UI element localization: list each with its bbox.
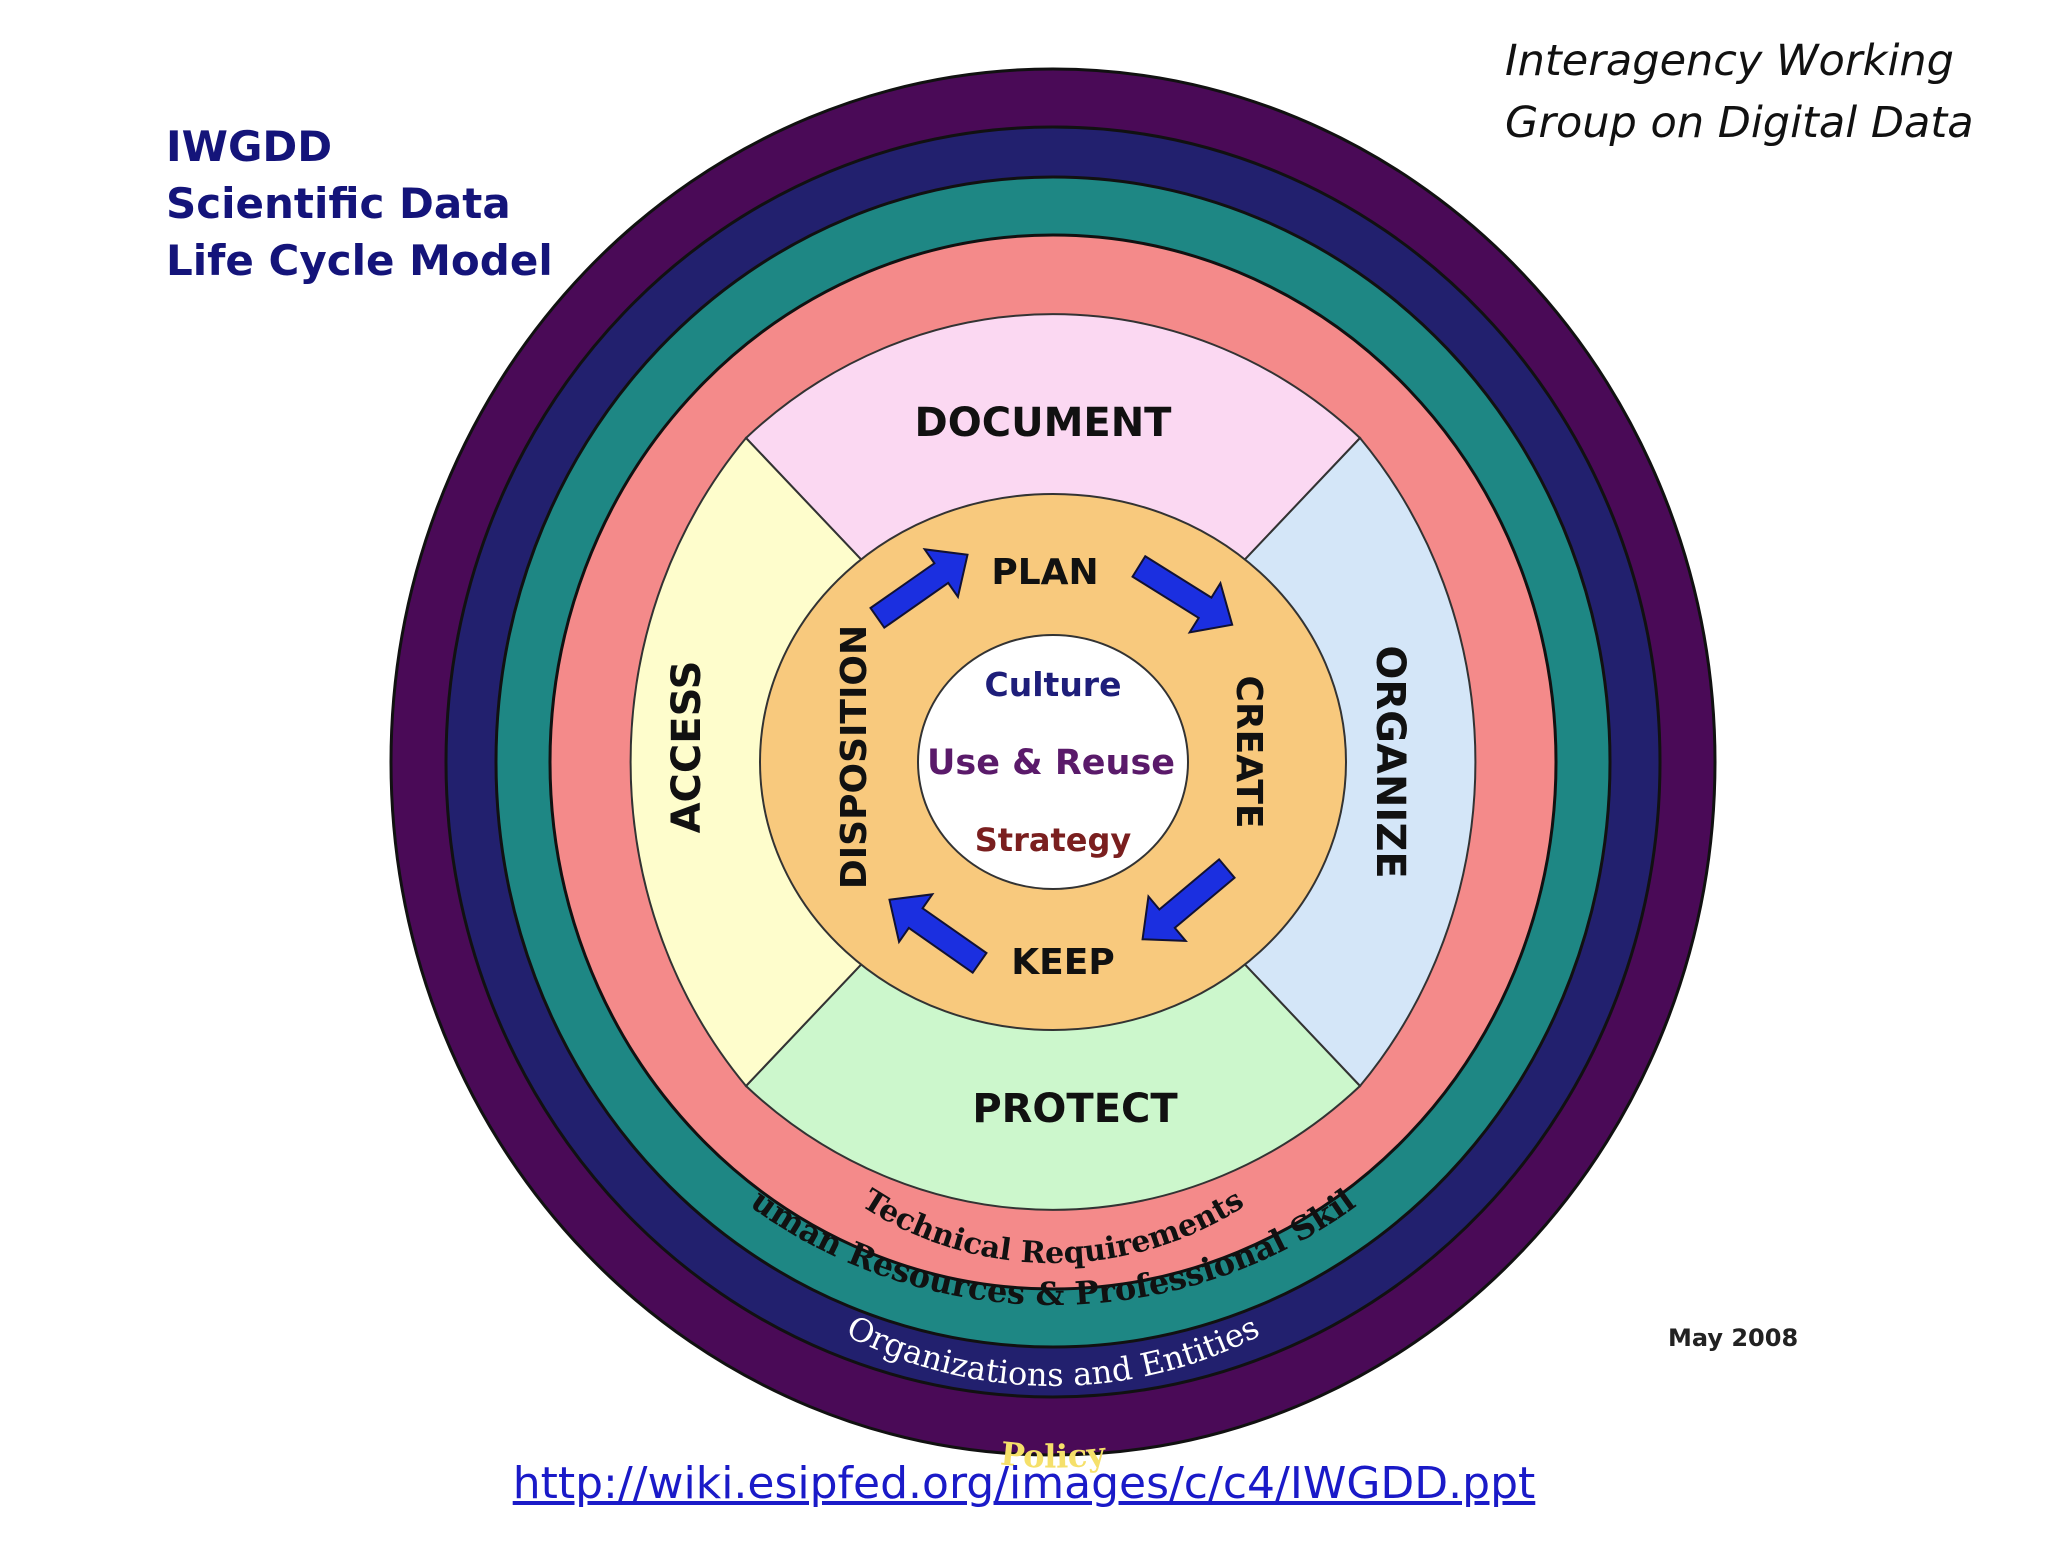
title-line-3: Life Cycle Model — [166, 236, 553, 285]
title-line-1: IWGDD — [166, 122, 333, 171]
arrow-icon-to-create — [1131, 554, 1234, 634]
group-name: Interagency Working Group on Digital Dat… — [1505, 30, 1974, 154]
keep-label: KEEP — [1011, 942, 1114, 983]
title-line-2: Scientific Data — [166, 179, 511, 228]
source-link[interactable]: http://wiki.esipfed.org/images/c/c4/IWGD… — [512, 1458, 1536, 1509]
strategy-label: Strategy — [975, 821, 1132, 859]
organize-label: ORGANIZE — [1367, 645, 1413, 878]
model-title: IWGDD Scientific Data Life Cycle Model — [166, 118, 553, 289]
policy-label: Policy — [999, 1434, 1109, 1475]
cycle-arrows — [869, 548, 1236, 975]
arrow-icon-to-keep — [1141, 857, 1236, 943]
disposition-label: DISPOSITION — [834, 625, 875, 889]
date-label: May 2008 — [1668, 1324, 1799, 1352]
document-label: DOCUMENT — [915, 400, 1173, 446]
plan-label: PLAN — [991, 552, 1098, 593]
access-label: ACCESS — [664, 661, 710, 834]
arrow-icon-to-disposition — [888, 893, 988, 975]
protect-label: PROTECT — [972, 1086, 1178, 1132]
group-line-2: Group on Digital Data — [1505, 98, 1974, 148]
center-circle — [917, 634, 1189, 890]
culture-label: Culture — [985, 665, 1122, 704]
create-label: CREATE — [1228, 676, 1269, 829]
group-line-1: Interagency Working — [1505, 36, 1954, 86]
use-reuse-label: Use & Reuse — [927, 743, 1175, 783]
arrow-icon-to-plan — [869, 548, 969, 630]
